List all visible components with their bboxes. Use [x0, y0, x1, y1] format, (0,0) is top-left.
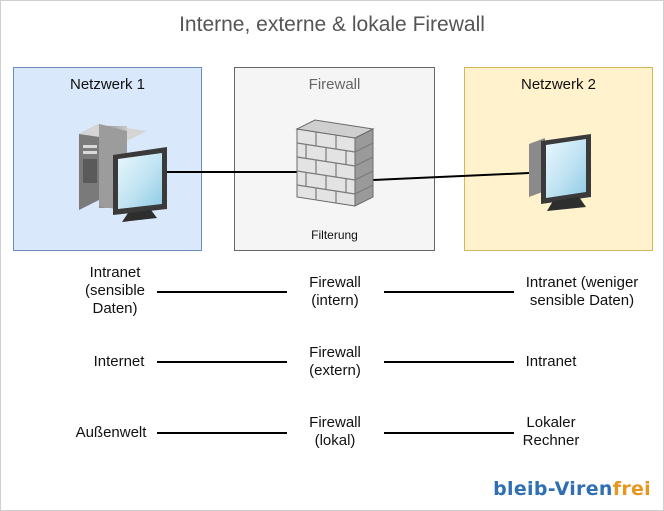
firewall-brick-wall-icon — [295, 119, 375, 207]
row2-middle-label: Firewall (extern) — [309, 344, 361, 379]
row2-right-label: Intranet — [525, 353, 577, 370]
row3-middle-label: Firewall (lokal) — [309, 414, 361, 449]
server-computer-icon — [79, 124, 167, 222]
filter-label: Filterung — [311, 228, 358, 242]
row1-left-label: Intranet (sensible Daten) — [84, 264, 146, 317]
row1-right-label: Intranet (weniger sensible Daten) — [525, 274, 639, 309]
diagram-title: Interne, externe & lokale Firewall — [179, 13, 485, 36]
row3-left-label: Außenwelt — [75, 424, 147, 441]
network-2-label: Netzwerk 2 — [520, 76, 597, 93]
row3-right-label: Lokaler Rechner — [522, 414, 580, 449]
row1-middle-label: Firewall (intern) — [309, 274, 361, 309]
watermark-part1: bleib-Viren — [493, 478, 613, 500]
desktop-computer-icon — [529, 134, 591, 211]
firewall-box-label: Firewall — [308, 76, 361, 93]
connection-firewall-network2 — [372, 172, 530, 181]
watermark-logo: bleib-Virenfrei — [493, 478, 651, 500]
watermark-part2: frei — [612, 478, 651, 500]
network-1-label: Netzwerk 1 — [69, 76, 146, 93]
row2-left-label: Internet — [93, 353, 145, 370]
